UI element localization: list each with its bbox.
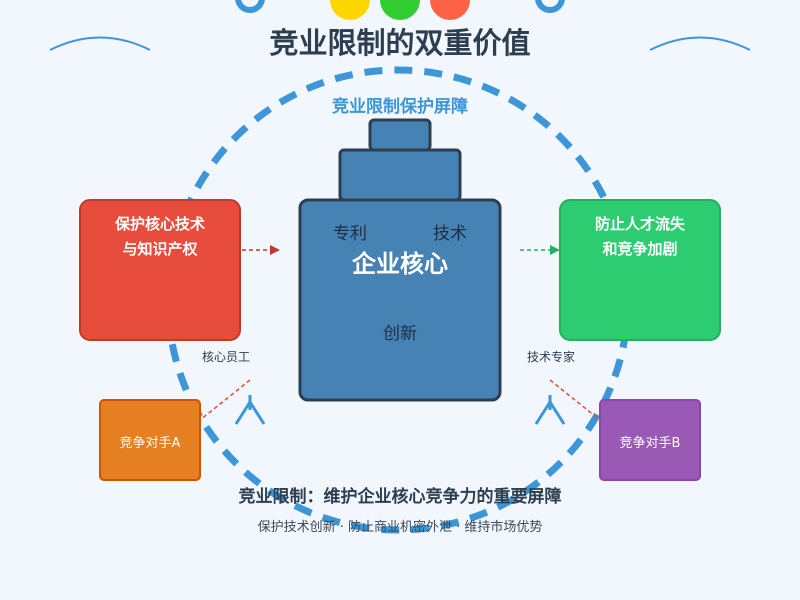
competitor-a-label: 竞争对手A	[119, 436, 181, 451]
competitor-b-box	[599, 399, 701, 481]
top-right-ring-decoration	[535, 0, 565, 13]
green-circle-decoration	[380, 0, 420, 20]
left-arrow-head	[270, 245, 280, 255]
red-circle-decoration	[430, 0, 470, 20]
right-value-card	[559, 199, 721, 341]
core-innovation-label: 创新	[383, 324, 417, 344]
core-tech-label: 技术	[433, 224, 467, 244]
core-title: 企业核心	[352, 250, 448, 278]
left-card-line1: 保护核心技术	[114, 215, 205, 233]
tech-expert-label: 技术专家	[527, 350, 576, 364]
top-left-ring-decoration	[235, 0, 265, 13]
bottom-subtitle: 保护技术创新 · 防止商业机密外泄 · 维持市场优势	[257, 520, 543, 535]
core-main-block	[298, 198, 502, 402]
tech-expert-person-icon	[534, 395, 566, 425]
core-employee-label: 核心员工	[202, 350, 251, 364]
right-card-line1: 防止人才流失	[594, 215, 685, 233]
core-middle-block	[338, 148, 462, 202]
competitor-b-label: 竞争对手B	[619, 436, 681, 451]
left-leak-line	[199, 379, 251, 421]
right-leak-line	[549, 379, 601, 421]
right-arrow-head	[550, 245, 560, 255]
left-arc-decoration	[49, 36, 151, 51]
left-value-card	[79, 199, 241, 341]
core-patent-label: 专利	[333, 224, 367, 244]
yellow-circle-decoration	[330, 0, 370, 20]
right-card-line2: 和竞争加剧	[602, 240, 678, 258]
competitor-a-box	[99, 399, 201, 481]
shield-label: 竞业限制保护屏障	[332, 97, 468, 117]
right-arc-decoration	[649, 36, 751, 51]
core-top-block	[368, 118, 432, 152]
left-card-line2: 与知识产权	[122, 240, 198, 258]
bottom-summary: 竞业限制：维护企业核心竞争力的重要屏障	[238, 487, 562, 507]
core-employee-person-icon	[234, 395, 266, 425]
page-title: 竞业限制的双重价值	[269, 26, 531, 60]
